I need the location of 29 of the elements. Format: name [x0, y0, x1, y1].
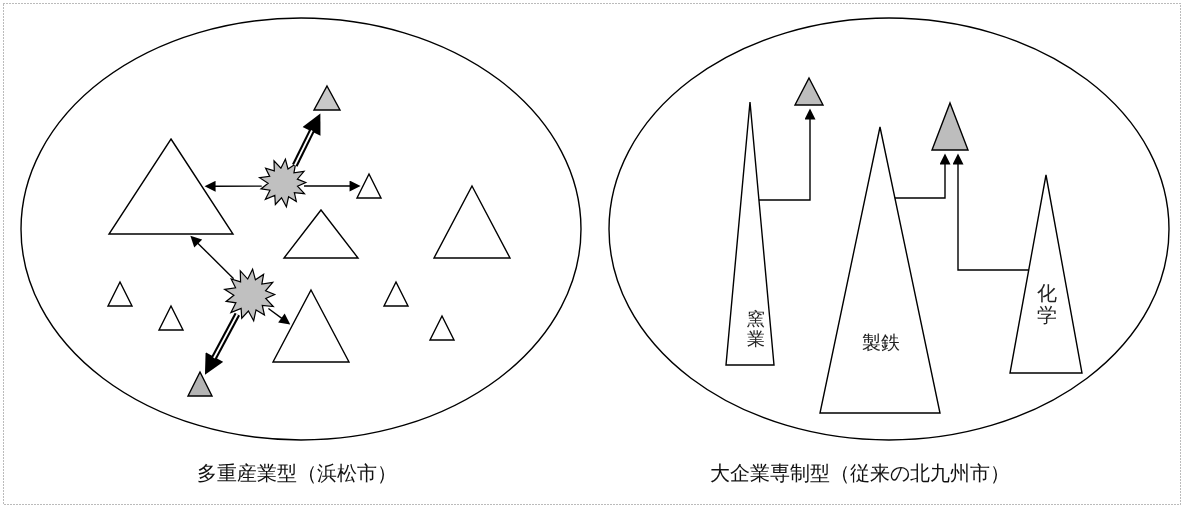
- region-caption: 大企業専制型（従来の北九州市）: [710, 460, 1010, 486]
- region-caption: 多重産業型（浜松市）: [197, 460, 397, 486]
- arrow: [303, 180, 361, 192]
- industry-label: 製鉄: [862, 331, 900, 355]
- arrow: [204, 180, 263, 192]
- triangle: [434, 186, 510, 258]
- starburst: [259, 159, 307, 207]
- triangle: [273, 290, 349, 362]
- arrow: [190, 235, 235, 280]
- starburst: [224, 269, 276, 321]
- triangle: [284, 210, 358, 258]
- triangle: [932, 103, 968, 150]
- arrow: [204, 312, 240, 375]
- triangle: [357, 174, 381, 198]
- triangle: [159, 306, 183, 330]
- industry-label: 窯業: [747, 310, 765, 350]
- triangle: [108, 282, 132, 306]
- arrow: [292, 113, 321, 167]
- arrow: [267, 307, 291, 325]
- triangle: [314, 86, 340, 110]
- triangle: [188, 372, 212, 396]
- triangle: [109, 139, 233, 234]
- arrow: [952, 153, 1030, 271]
- industry-label: 化学: [1037, 282, 1057, 326]
- triangle: [430, 316, 454, 340]
- triangle: [384, 282, 408, 306]
- arrow: [758, 108, 816, 201]
- triangle: [795, 78, 823, 105]
- arrow: [894, 153, 951, 199]
